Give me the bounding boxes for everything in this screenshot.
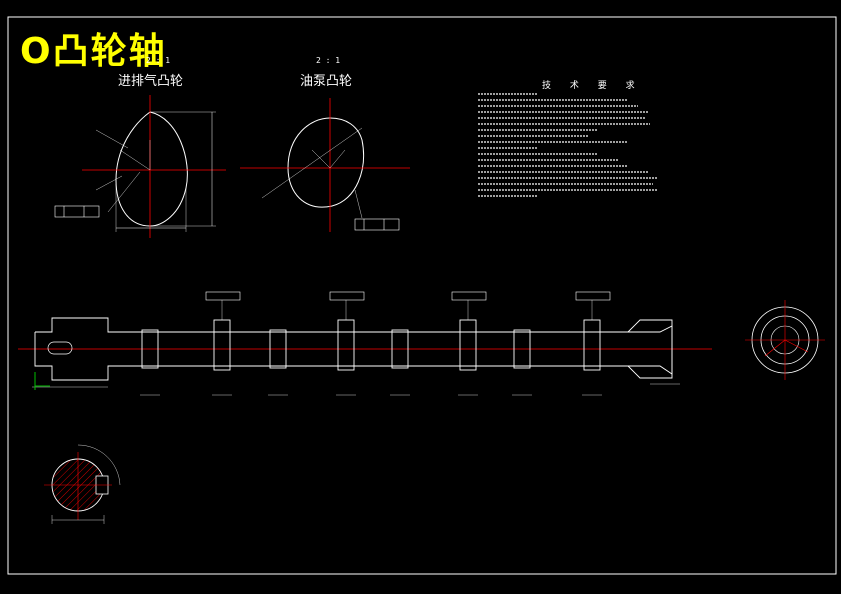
oil-pump-cam-tolerance-frame (354, 218, 400, 231)
cam-lobe (459, 319, 477, 371)
cam-tolerance-frame (205, 291, 241, 301)
cam-lobe (269, 329, 287, 369)
intake-cam-tolerance-frame (54, 205, 100, 218)
drawing-border (7, 16, 837, 575)
camshaft-main-view (18, 291, 712, 396)
drawing-title: O凸轮轴 (20, 31, 167, 72)
cam-tolerance-frame (451, 291, 487, 301)
cam-tolerance-frame (575, 291, 611, 301)
intake-cam-profile (115, 111, 188, 227)
cam-lobes (140, 291, 611, 396)
oil-pump-cam-scale: 2 : 1 (316, 56, 341, 65)
cam-tolerance-frame (329, 291, 365, 301)
valve-open-leader (95, 129, 129, 149)
intake-cam-title: 进排气凸轮 (118, 74, 184, 89)
cam-lobe (513, 329, 531, 369)
cam-lobe (337, 319, 355, 371)
oil-pump-cam-profile (287, 117, 364, 208)
tech-requirements-text-block (478, 93, 658, 197)
intake-cam-scale: 2 : 1 (146, 56, 171, 65)
cam-lobe (583, 319, 601, 371)
oil-pump-cam-leader (261, 127, 363, 199)
valve-lift-leader (95, 175, 123, 191)
cam-lobe (141, 329, 159, 369)
cam-lobe (213, 319, 231, 371)
end-view (745, 300, 825, 380)
section-view (44, 444, 121, 524)
keyway-slot (47, 341, 73, 355)
oil-pump-cam-title: 油泵凸轮 (300, 74, 353, 89)
end-journal (627, 319, 673, 379)
tech-requirements-title: 技 术 要 求 (542, 81, 643, 91)
intake-exhaust-cam-view (54, 95, 226, 238)
cam-lobe (391, 329, 409, 369)
oil-pump-cam-view (240, 98, 410, 232)
